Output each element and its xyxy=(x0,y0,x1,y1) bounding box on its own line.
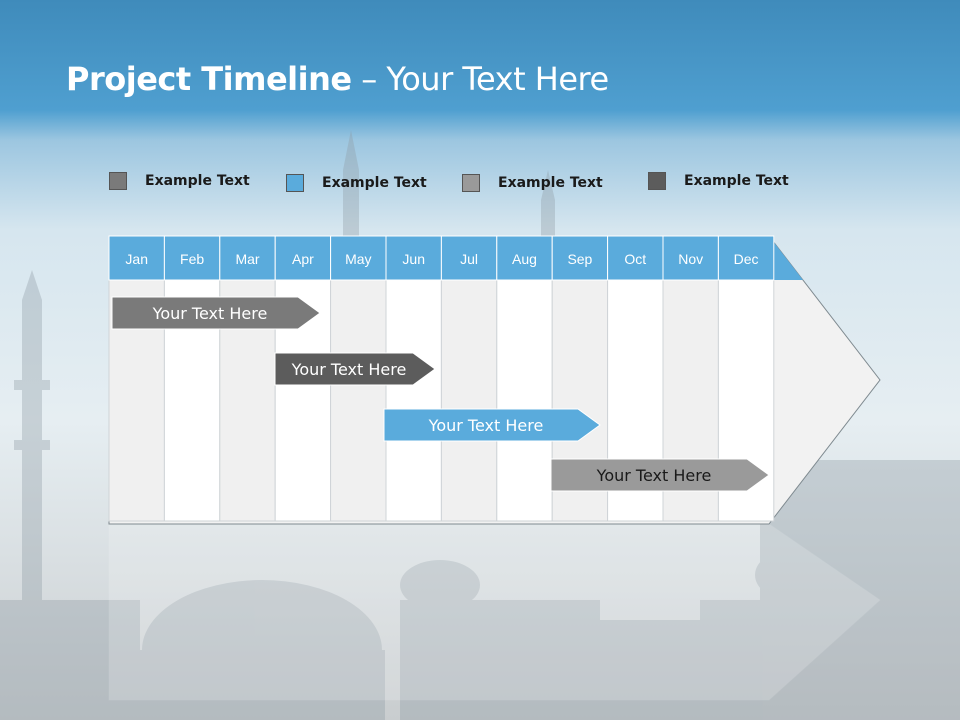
month-header-cell xyxy=(385,235,442,281)
month-label: Jan xyxy=(125,251,148,267)
month-label: Jul xyxy=(460,251,478,267)
legend-label: Example Text xyxy=(322,175,427,191)
legend-item-2: Example Text xyxy=(286,172,427,194)
timeline-bar-label: Your Text Here xyxy=(291,360,407,379)
legend-item-1: Example Text xyxy=(109,170,250,192)
slide-title: Project Timeline – Your Text Here xyxy=(66,60,609,98)
timeline-bar: Your Text Here xyxy=(383,408,601,442)
month-header-cell xyxy=(662,235,719,281)
month-column xyxy=(219,235,276,522)
month-label: Nov xyxy=(678,251,703,267)
month-label: Apr xyxy=(292,251,314,267)
month-label: Jun xyxy=(402,251,425,267)
timeline-bar: Your Text Here xyxy=(274,352,436,386)
legend-label: Example Text xyxy=(145,173,250,189)
month-header: Jan Feb Mar Apr May Jun Jul Aug Sep Oct Nov Dec xyxy=(108,235,775,281)
month-column xyxy=(163,235,221,522)
month-header-cell xyxy=(163,235,221,281)
legend-swatch xyxy=(286,174,304,192)
header-tip xyxy=(769,236,803,280)
timeline-bar: Your Text Here xyxy=(550,458,770,492)
month-column xyxy=(108,235,165,522)
month-header-cell xyxy=(274,235,332,281)
timeline-bar-label: Your Text Here xyxy=(428,416,544,435)
month-label: Dec xyxy=(734,251,759,267)
month-header-cell xyxy=(330,235,387,281)
title-bold: Project Timeline xyxy=(66,60,352,98)
legend-label: Example Text xyxy=(498,175,603,191)
legend-swatch xyxy=(648,172,666,190)
legend-swatch xyxy=(109,172,127,190)
month-label: May xyxy=(345,251,371,267)
month-label: Aug xyxy=(512,251,537,267)
timeline-bar-shape xyxy=(383,408,601,442)
month-label: Feb xyxy=(180,251,204,267)
month-header-cell xyxy=(108,235,165,281)
legend-label: Example Text xyxy=(684,173,789,189)
month-label: Oct xyxy=(624,251,646,267)
month-header-cell xyxy=(717,235,775,281)
timeline-bar-shape xyxy=(550,458,770,492)
timeline-bar-label: Your Text Here xyxy=(152,304,268,323)
title-rest: – Your Text Here xyxy=(351,60,609,98)
legend-swatch xyxy=(462,174,480,192)
timeline-bar: Your Text Here xyxy=(111,296,321,330)
timeline-reflection xyxy=(108,523,881,701)
legend-item-4: Example Text xyxy=(648,170,789,192)
timeline-bar-shape xyxy=(111,296,321,330)
timeline-bar-shape xyxy=(274,352,436,386)
month-header-cell xyxy=(551,235,609,281)
month-label: Sep xyxy=(567,251,592,267)
month-column xyxy=(440,235,498,522)
legend-item-3: Example Text xyxy=(462,172,603,194)
month-header-cell xyxy=(219,235,276,281)
timeline-bar-label: Your Text Here xyxy=(596,466,712,485)
month-label: Mar xyxy=(235,251,259,267)
